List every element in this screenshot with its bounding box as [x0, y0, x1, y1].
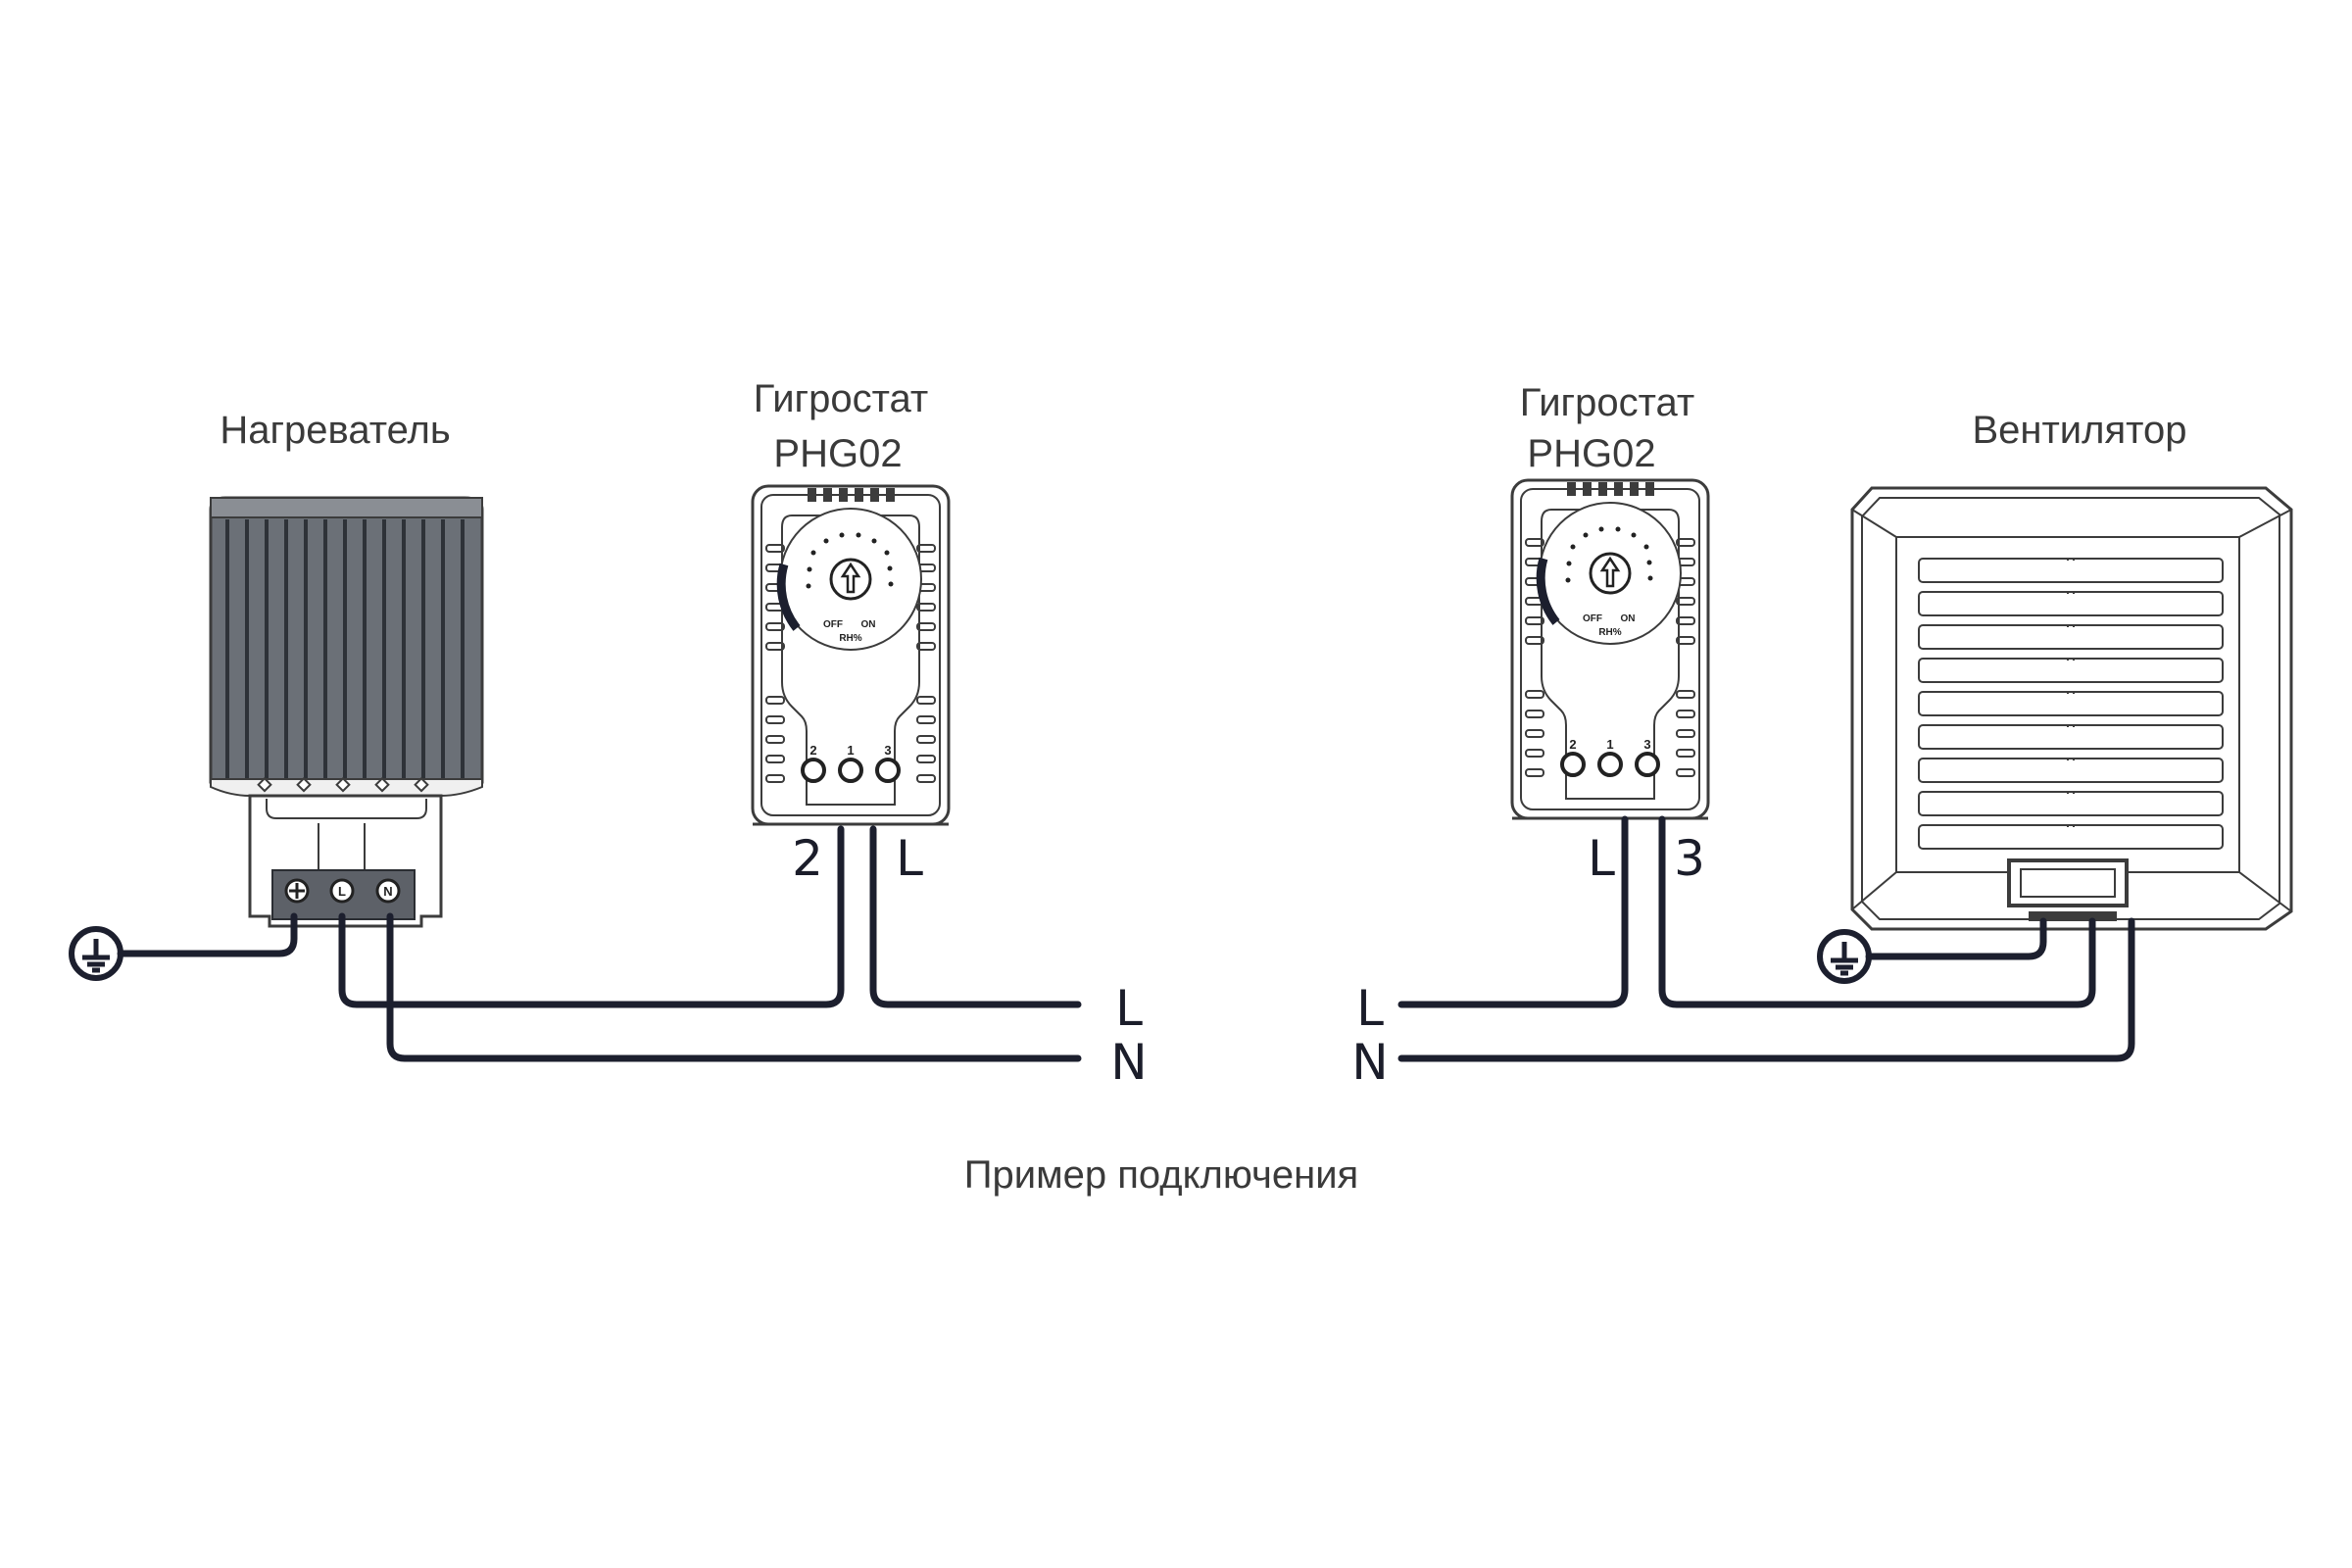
- right-neutral-N-label: N: [1351, 1034, 1388, 1091]
- hygrostat-right-title-line2: PHG02: [1527, 432, 1655, 475]
- wiring: [117, 815, 2135, 1062]
- left-line-L-label: L: [1115, 980, 1143, 1037]
- hygrostat-right-terminal-left-label: L: [1588, 830, 1615, 887]
- hygrostat-left-title-line1: Гигростат: [754, 377, 928, 420]
- dial-off-label: OFF: [1583, 613, 1602, 624]
- dial-off-label: OFF: [823, 619, 843, 630]
- right-line-L-label: L: [1356, 980, 1384, 1037]
- dial-unit-label: RH%: [1598, 627, 1621, 638]
- terminal-number-2: 2: [809, 743, 816, 758]
- terminal-number-2: 2: [1569, 737, 1576, 752]
- fan-title: Вентилятор: [1972, 409, 2186, 452]
- ground-icon: [72, 929, 121, 978]
- svg-text:L: L: [338, 884, 346, 899]
- diagram-caption: Пример подключения: [964, 1153, 1358, 1197]
- terminal-number-1: 1: [847, 743, 854, 758]
- svg-text:N: N: [383, 884, 392, 899]
- hygrostat-right-title-line1: Гигростат: [1520, 381, 1694, 424]
- terminal-number-1: 1: [1606, 737, 1613, 752]
- terminal-number-3: 3: [1643, 737, 1650, 752]
- hygrostat-right-illustration: OFF ON RH% 2 1 3: [1512, 480, 1708, 818]
- hygrostat-right-terminal-right-label: 3: [1674, 830, 1705, 887]
- hygrostat-left-terminal-right-label: L: [896, 830, 923, 887]
- left-neutral-N-label: N: [1110, 1034, 1147, 1091]
- heater-illustration: L N: [209, 496, 484, 928]
- dial-unit-label: RH%: [839, 633, 861, 644]
- hygrostat-left-illustration: OFF ON RH% 2 1 3: [753, 486, 949, 824]
- hygrostat-left-title-line2: PHG02: [773, 432, 902, 475]
- terminal-number-3: 3: [884, 743, 891, 758]
- hygrostat-left-terminal-left-label: 2: [792, 830, 823, 887]
- fan-illustration: [1850, 486, 2293, 931]
- heater-title: Нагреватель: [220, 409, 450, 452]
- ground-icon: [1820, 932, 1869, 981]
- dial-on-label: ON: [861, 619, 876, 630]
- dial-on-label: ON: [1621, 613, 1636, 624]
